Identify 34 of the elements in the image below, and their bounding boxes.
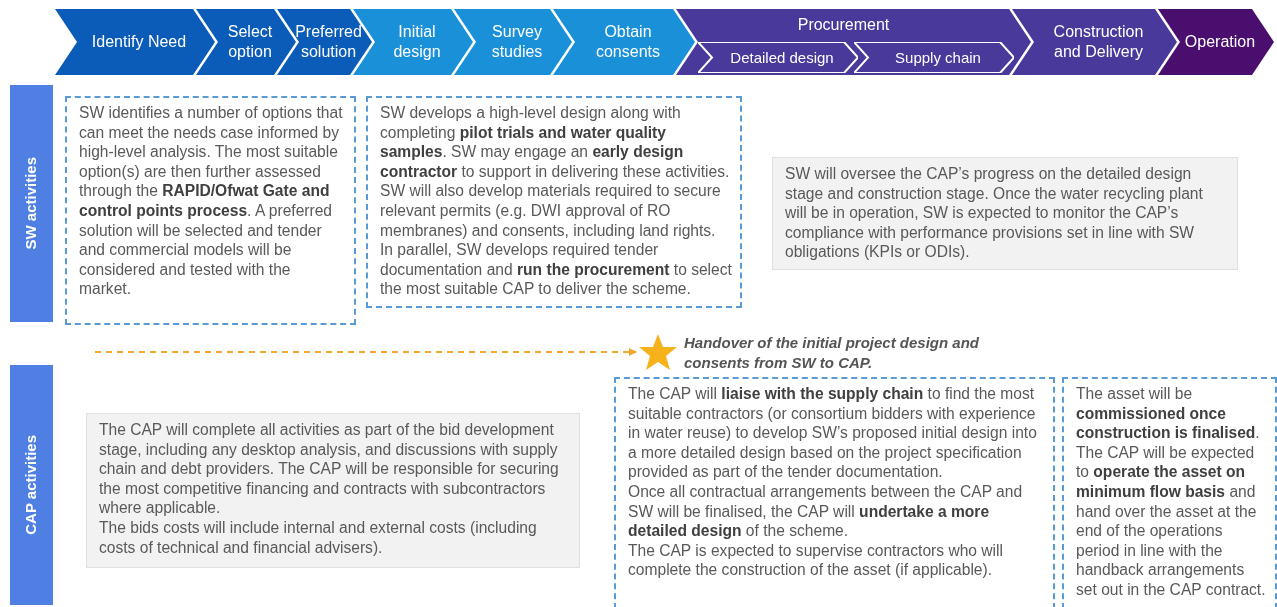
dashed-arrow	[94, 348, 637, 356]
description-text: The asset will be commissioned once construction is finalised.	[1076, 384, 1261, 443]
step-label: Select option	[226, 22, 274, 62]
activity-box	[614, 377, 1055, 607]
step-label: Initial design	[392, 22, 442, 62]
step-label: Detailed design	[730, 47, 834, 68]
step-label: Supply chain	[895, 47, 981, 68]
activity-box	[65, 96, 356, 325]
description-text: The CAP will be expected to operate the asset on minimum flow basis and hand over the asset at the end of the operations period in line with the handback arrangements set out in the CAP contract.	[1076, 442, 1267, 600]
description-text: In parallel, SW develops required tender documentation and run the procurement to select the most suitable CAP to deliver the scheme.	[380, 240, 732, 299]
note-box	[772, 157, 1238, 270]
note-box	[86, 413, 580, 568]
step-label: Identify Need	[91, 32, 187, 52]
lane-label: CAP activities	[21, 435, 41, 535]
step-label: Construction and Delivery	[1052, 22, 1145, 62]
step-label: Preferred solution	[295, 22, 362, 62]
step-label: Procurement	[797, 15, 890, 35]
description-text: SW develops a high-level design along with completing pilot trials and water quality samples. SW may engage an early design contractor to support in delivering these activities. SW will also develop materials required to secure relevant permits (e.g. DWI approval of RO membranes) and consents, including land rights.	[380, 103, 731, 241]
lane-header	[10, 85, 53, 322]
description-text: The bids costs will include internal and external costs (including costs of technical and financial advisers).	[99, 517, 538, 558]
description-text: Once all contractual arrangements between the CAP and SW will be finalised, the CAP will undertake a more detailed design of the scheme.	[628, 481, 1024, 541]
description-text: The CAP will complete all activities as part of the bid development stage, including any desktop analysis, and discussions with supply chain and debt providers. The CAP will be responsible for securing the most competitive financing and contracts with subcontractors where applicable.	[99, 420, 560, 518]
description-text: SW will oversee the CAP’s progress on the detailed design stage and construction stage. Once the water recycling plant will be in operation, SW is expected to monitor the CAP’s compliance with performance provisions set in line with SW obligations (KPIs or ODIs).	[785, 164, 1204, 262]
handover-note: Handover of the initial project design and consents from SW to CAP.	[684, 333, 981, 373]
description-text: The CAP will liaise with the supply chain to find the most suitable contractors (or consortium bidders with experience in water reuse) to develop SW’s proposed initial design into a more detailed design based on the project specification provided as part of the tender documentation.	[628, 384, 1038, 482]
activity-box	[366, 96, 742, 308]
activity-box	[1062, 377, 1277, 607]
lane-header	[10, 365, 53, 605]
description-text: The CAP is expected to supervise contractors who will complete the construction of the asset (if applicable).	[628, 540, 1004, 580]
lane-label: SW activities	[21, 157, 41, 250]
step-label: Operation	[1184, 32, 1256, 52]
step-label: Obtain consents	[594, 22, 661, 62]
step-label: Survey studies	[490, 22, 544, 62]
description-text: SW identifies a number of options that can meet the needs case informed by high-level analysis. The most suitable option(s) are then further assessed through the RAPID/Ofwat Gate and control points process. A preferred solution will be selected and tender and commercial models will be considered and tested with the market.	[79, 103, 344, 299]
